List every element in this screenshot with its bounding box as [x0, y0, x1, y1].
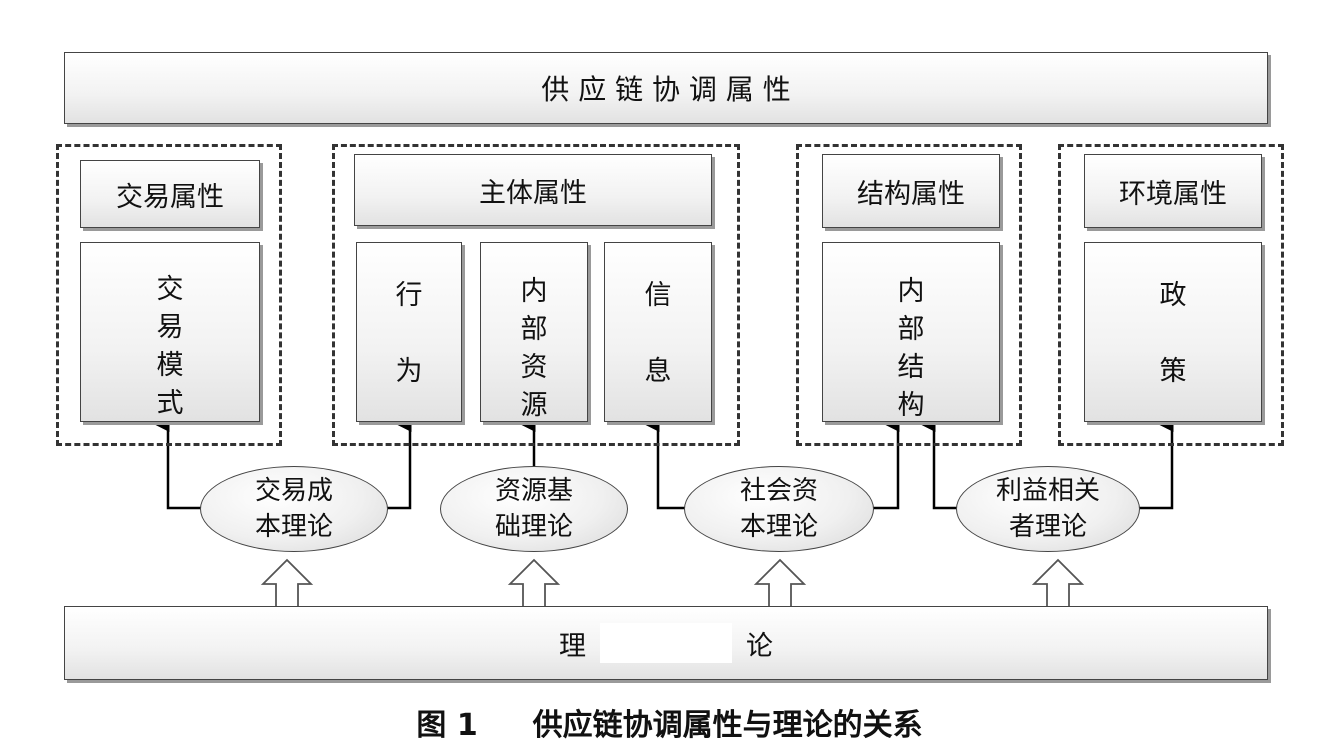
top-bar-label: 供 应 链 协 调 属 性: [541, 73, 791, 106]
caption-title: 供应链协调属性与理论的关系: [532, 708, 923, 743]
figure-caption: 图 1 供应链协调属性与理论的关系: [0, 700, 1339, 744]
connector-transaction-mode: [153, 416, 208, 510]
group-header-structure: 结构属性: [822, 154, 1000, 228]
theory-social-capital: 社会资 本理论: [684, 466, 874, 552]
theory-transaction-cost: 交易成 本理论: [200, 466, 388, 552]
item-char: 内: [520, 276, 548, 307]
hollow-up-arrow-2: [507, 558, 561, 625]
theory-line: 资源基: [494, 476, 573, 506]
bottom-theory-bar: 理 论: [64, 606, 1268, 680]
item-char: 信: [644, 280, 672, 311]
item-internal-resources: 内 部 资 源: [480, 242, 588, 422]
theory-resource-based: 资源基 础理论: [440, 466, 628, 552]
item-char: 构: [897, 390, 925, 421]
item-char: 息: [644, 356, 672, 387]
item-char: 易: [156, 312, 184, 343]
hollow-up-arrow-4: [1031, 558, 1085, 625]
bottom-bar-left: 理: [559, 630, 586, 662]
connector-behavior: [380, 416, 412, 510]
item-behavior: 行 为: [356, 242, 462, 422]
group-environment: [1058, 144, 1284, 446]
item-char: 资: [520, 352, 548, 383]
item-char: 源: [520, 390, 548, 421]
theory-line: 本理论: [254, 512, 333, 542]
theory-line: 础理论: [494, 512, 573, 542]
item-char: 为: [395, 356, 423, 387]
top-attribute-bar: 供 应 链 协 调 属 性: [64, 52, 1268, 124]
connector-policy: [1134, 416, 1174, 510]
group-subject: [332, 144, 740, 446]
group-transaction: [56, 144, 282, 446]
theory-line: 交易成: [254, 476, 333, 506]
group-header-subject: 主体属性: [354, 154, 712, 226]
group-header-label: 环境属性: [1119, 178, 1227, 210]
item-char: 部: [897, 314, 925, 345]
hollow-up-arrow-1: [260, 558, 314, 625]
item-transaction-mode: 交 易 模 式: [80, 242, 260, 422]
item-char: 结: [897, 352, 925, 383]
item-policy: 政 策: [1084, 242, 1262, 422]
item-char: 式: [156, 388, 184, 419]
group-header-label: 结构属性: [857, 178, 965, 210]
item-information: 信 息: [604, 242, 712, 422]
caption-figure-number: 图 1: [416, 708, 478, 743]
item-char: 政: [1159, 280, 1187, 311]
item-char: 模: [156, 350, 184, 381]
bottom-bar-gap: [600, 623, 732, 663]
item-char: 内: [897, 276, 925, 307]
bottom-bar-right: 论: [746, 630, 773, 662]
item-internal-structure: 内 部 结 构: [822, 242, 1000, 422]
theory-line: 本理论: [739, 512, 818, 542]
item-char: 策: [1159, 356, 1187, 387]
group-structure: [796, 144, 1022, 446]
group-header-transaction: 交易属性: [80, 160, 260, 228]
item-char: 交: [156, 274, 184, 305]
hollow-up-arrow-3: [753, 558, 807, 625]
theory-line: 社会资: [739, 476, 818, 506]
theory-line: 者理论: [1008, 512, 1087, 542]
theory-line: 利益相关: [995, 476, 1100, 506]
group-header-environment: 环境属性: [1084, 154, 1262, 228]
connector-information: [643, 416, 688, 510]
theory-stakeholder: 利益相关 者理论: [956, 466, 1140, 552]
connector-internal-structure-b: [919, 416, 960, 510]
item-char: 部: [520, 314, 548, 345]
group-header-label: 交易属性: [116, 181, 224, 213]
item-char: 行: [395, 280, 423, 311]
connector-internal-structure-a: [870, 416, 900, 510]
group-header-label: 主体属性: [479, 177, 587, 209]
